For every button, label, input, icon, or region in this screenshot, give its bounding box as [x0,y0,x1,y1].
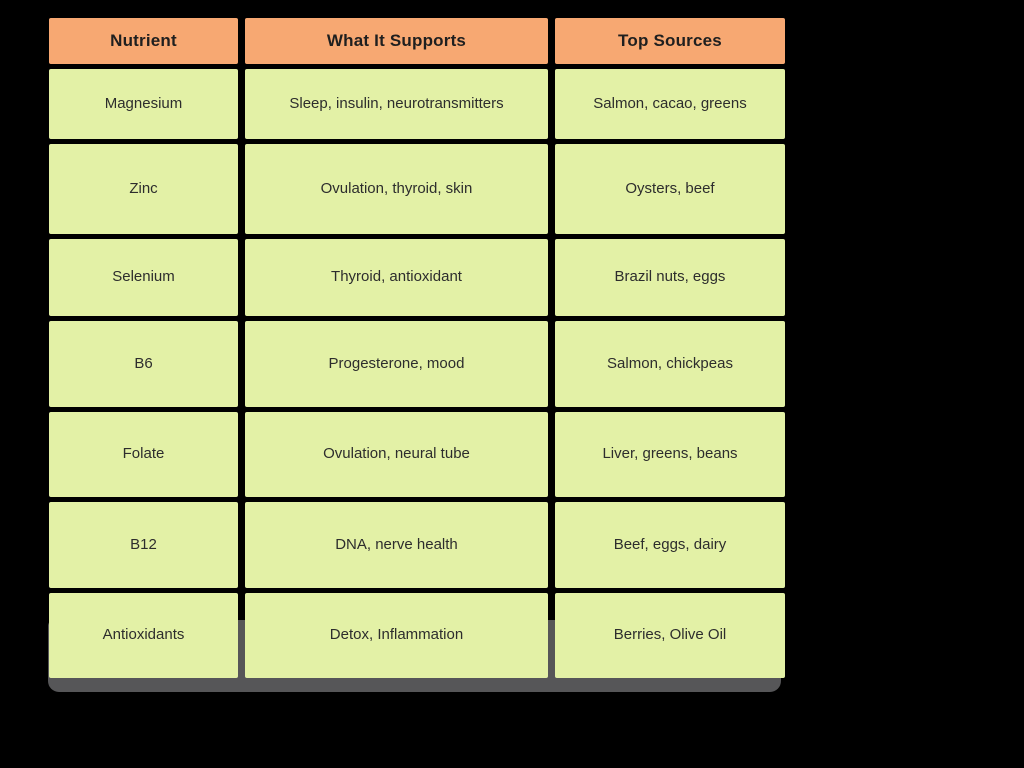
table-cell-supports: Detox, Inflammation [245,593,548,678]
column-header-nutrient: Nutrient [49,18,238,64]
table-cell-nutrient: B12 [49,502,238,588]
table-cell-nutrient: Magnesium [49,69,238,139]
table-cell-sources: Salmon, cacao, greens [555,69,785,139]
column-header-supports: What It Supports [245,18,548,64]
table-cell-sources: Liver, greens, beans [555,412,785,497]
table-cell-sources: Oysters, beef [555,144,785,234]
table-cell-sources: Beef, eggs, dairy [555,502,785,588]
table-cell-supports: Progesterone, mood [245,321,548,407]
table-cell-nutrient: Selenium [49,239,238,316]
nutrient-table: Nutrient What It Supports Top Sources Ma… [49,18,785,678]
table-cell-nutrient: Zinc [49,144,238,234]
column-header-sources: Top Sources [555,18,785,64]
table-cell-nutrient: B6 [49,321,238,407]
table-cell-sources: Berries, Olive Oil [555,593,785,678]
table-cell-supports: DNA, nerve health [245,502,548,588]
table-cell-nutrient: Folate [49,412,238,497]
table-cell-supports: Sleep, insulin, neurotransmitters [245,69,548,139]
table-cell-sources: Brazil nuts, eggs [555,239,785,316]
table-cell-nutrient: Antioxidants [49,593,238,678]
table-cell-supports: Thyroid, antioxidant [245,239,548,316]
table-cell-supports: Ovulation, neural tube [245,412,548,497]
table-cell-supports: Ovulation, thyroid, skin [245,144,548,234]
table-cell-sources: Salmon, chickpeas [555,321,785,407]
